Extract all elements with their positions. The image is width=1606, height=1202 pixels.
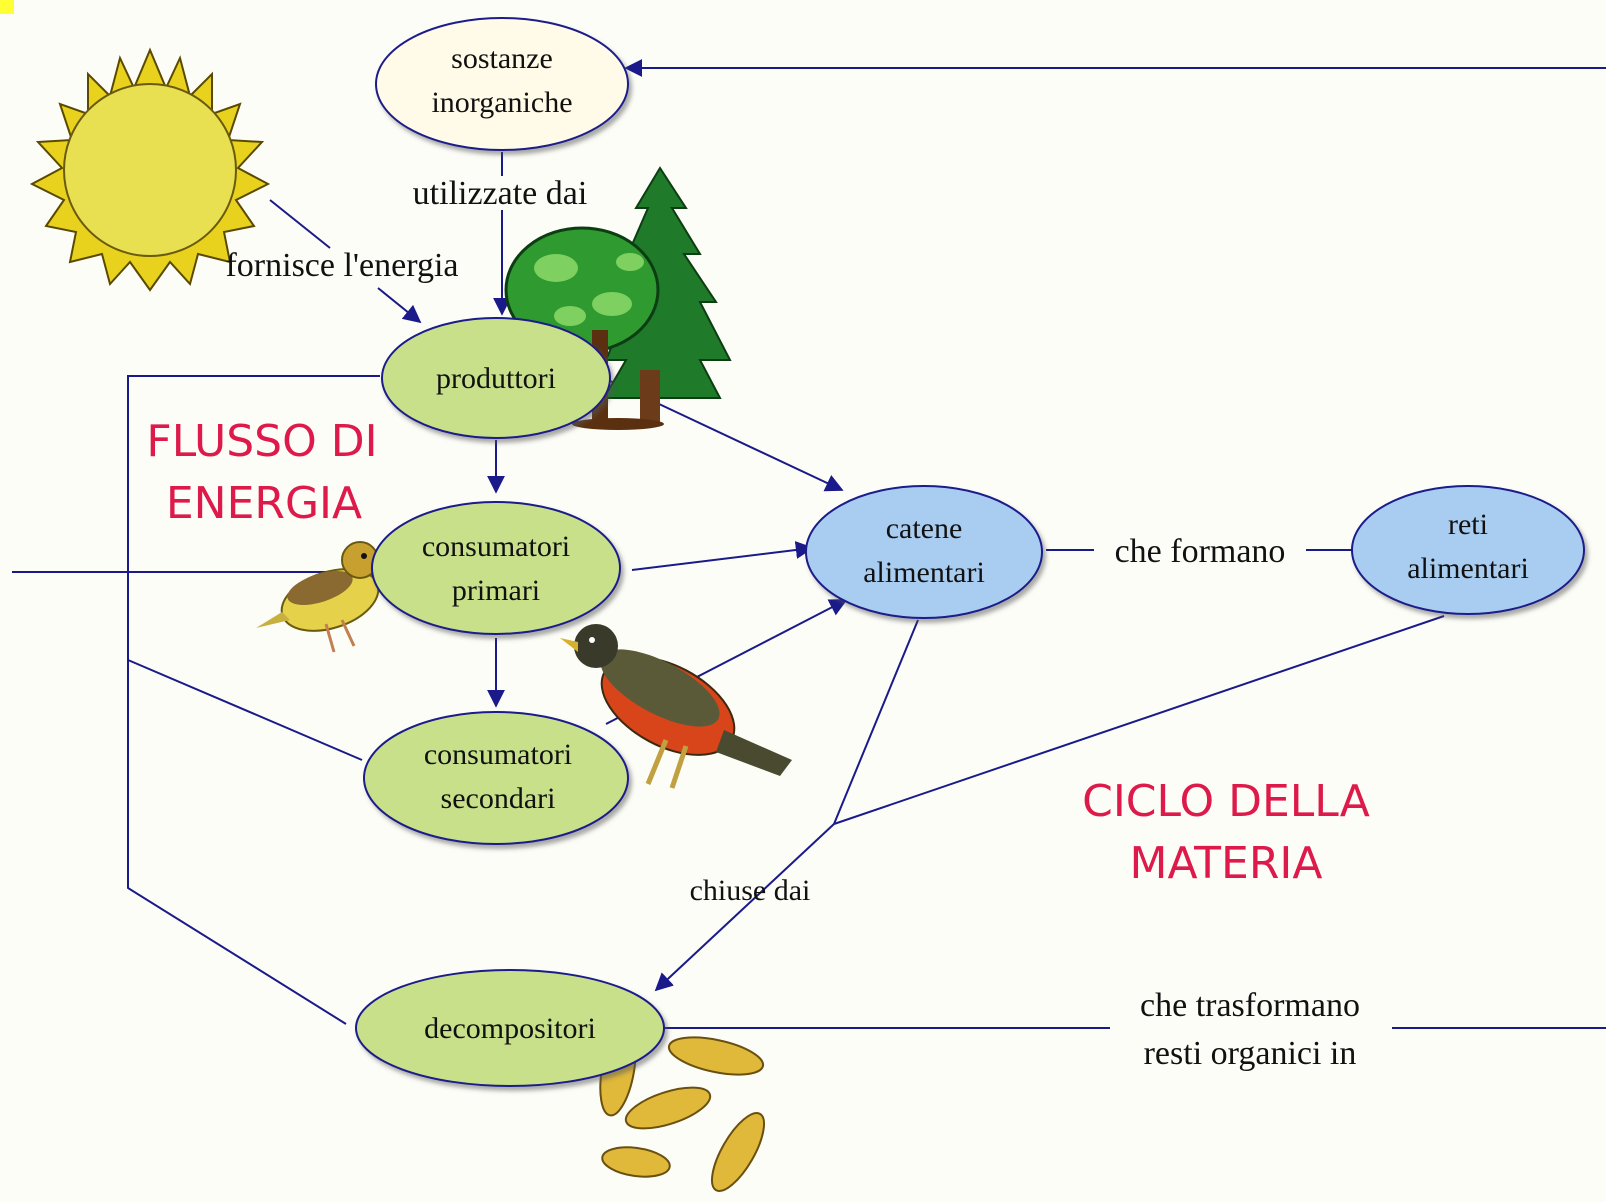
- node-consumatori-secondari: [363, 711, 629, 845]
- corner-marker: [0, 0, 14, 14]
- title-flusso-line1: FLUSSO DI: [146, 416, 377, 467]
- node-sostanze-line1: sostanze: [451, 42, 553, 75]
- node-sostanze-inorganiche: [375, 17, 629, 151]
- node-sostanze-line2: inorganiche: [431, 86, 572, 119]
- sun-icon: [29, 47, 271, 292]
- robin-icon: [560, 624, 792, 789]
- node-consumatori-primari: [371, 501, 621, 635]
- node-primari-line1: consumatori: [422, 530, 570, 563]
- link-label-chiuse-dai: chiuse dai: [690, 874, 811, 907]
- node-secondari-line2: secondari: [441, 782, 556, 815]
- node-produttori-label: produttori: [436, 362, 556, 395]
- connector-lines: [12, 59, 1606, 1029]
- link-label-che-trasformano-line1: che trasformano: [1140, 987, 1360, 1024]
- node-reti-line2: alimentari: [1407, 552, 1529, 585]
- node-secondari-line1: consumatori: [424, 738, 572, 771]
- link-label-che-trasformano-line2: resti organici in: [1144, 1035, 1357, 1072]
- node-reti-alimentari: [1351, 485, 1585, 615]
- title-ciclo-line2: MATERIA: [1130, 838, 1323, 889]
- link-label-fornisce: fornisce l'energia: [225, 247, 458, 284]
- node-catene-line1: catene: [886, 512, 963, 545]
- node-decompositori: [355, 969, 665, 1087]
- link-label-che-formano: che formano: [1115, 533, 1286, 570]
- node-catene-alimentari: [805, 485, 1043, 619]
- node-reti-line1: reti: [1448, 508, 1488, 541]
- node-decompositori-label: decompositori: [424, 1012, 596, 1045]
- title-flusso-line2: ENERGIA: [166, 478, 362, 529]
- link-label-utilizzate: utilizzate dai: [413, 175, 588, 212]
- node-produttori: [381, 317, 611, 439]
- node-catene-line2: alimentari: [863, 556, 985, 589]
- canary-icon: [256, 541, 386, 653]
- node-primari-line2: primari: [452, 574, 540, 607]
- tree-icon: [504, 166, 732, 430]
- link-fornisce: [377, 287, 422, 324]
- title-ciclo-line1: CICLO DELLA: [1082, 776, 1370, 827]
